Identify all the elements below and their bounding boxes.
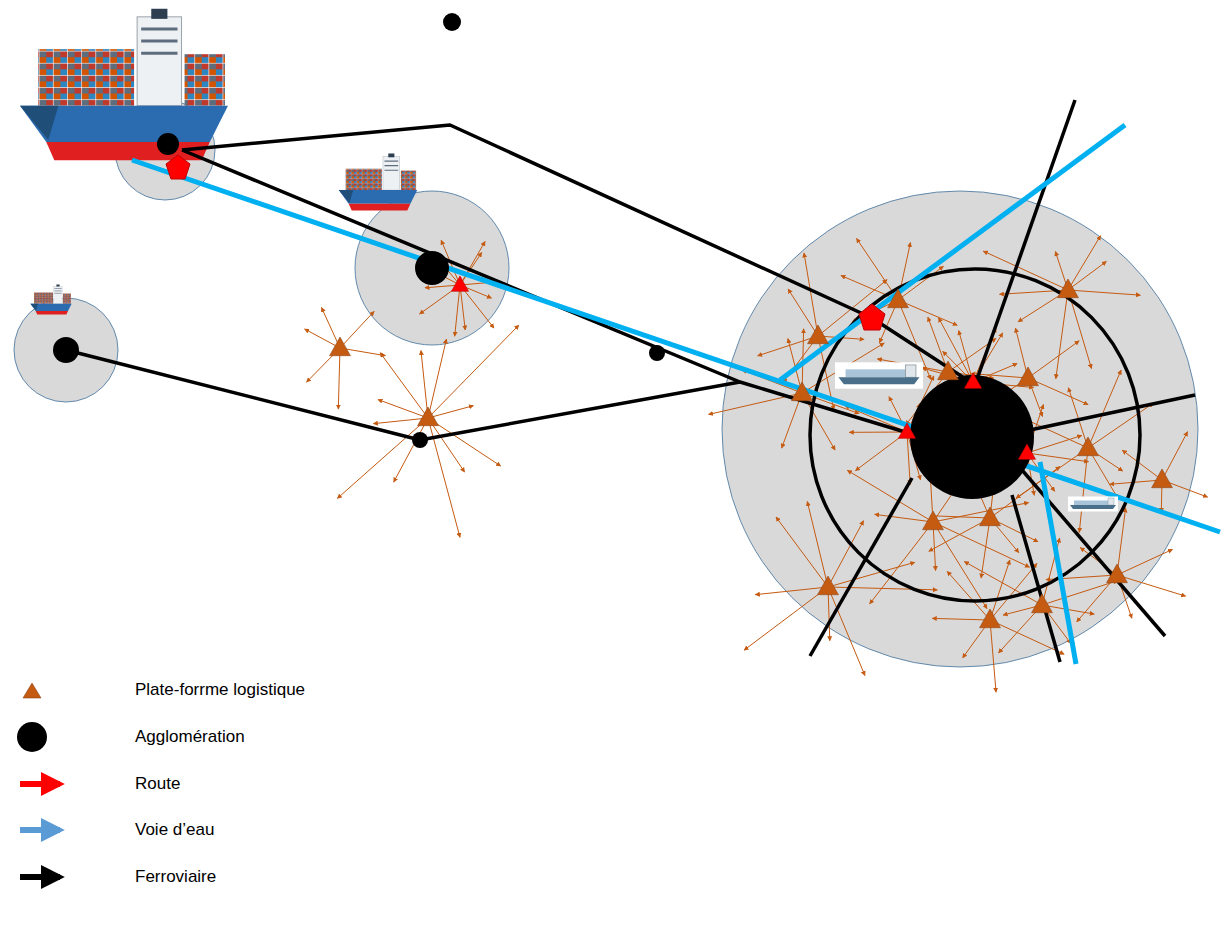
flow-arrow <box>1042 581 1118 605</box>
zones <box>14 100 1198 667</box>
flow-arrow <box>990 560 1010 620</box>
flow-arrow <box>421 350 428 418</box>
legend-item: Agglomération <box>135 727 245 747</box>
legend-text: Agglomération <box>135 727 245 746</box>
flow-arrow <box>428 325 519 418</box>
flow-arrow <box>828 587 865 676</box>
legend-text: Voie d’eau <box>135 820 214 839</box>
flow-arrow <box>907 432 910 485</box>
platform-triangle <box>808 325 829 344</box>
flow-arrow <box>1122 450 1162 480</box>
platform-triangle <box>792 382 813 401</box>
platform-triangle <box>888 289 909 308</box>
flow-arrow <box>1162 432 1188 480</box>
platform-triangle <box>1058 279 1079 298</box>
flow-arrow <box>744 587 828 650</box>
barge <box>1068 497 1118 512</box>
platform-triangle <box>1152 469 1173 488</box>
flow-arrow <box>755 587 828 595</box>
flow-arrow <box>1079 448 1088 532</box>
flow-arrow <box>1068 290 1140 295</box>
flow-arrow <box>932 618 990 620</box>
legend-text: Route <box>135 774 180 793</box>
platform-triangle <box>1018 367 1039 386</box>
flow-arrow <box>380 353 428 418</box>
platform-triangle <box>818 576 839 595</box>
barge <box>835 362 923 388</box>
flow-arrow <box>807 501 828 587</box>
platform-triangle <box>964 373 981 388</box>
flow-arrow <box>428 339 446 418</box>
legend-item: Ferroviaire <box>135 867 216 887</box>
hub-pentagons <box>166 155 885 330</box>
legend-samples <box>17 683 60 877</box>
platform-triangle <box>923 511 944 530</box>
flow-arrow <box>1068 261 1106 290</box>
container-ship <box>339 153 417 210</box>
platform-triangle <box>980 609 1001 628</box>
flow-arrow <box>981 518 990 578</box>
flow-arrow <box>455 285 460 336</box>
flow-arrow <box>828 587 937 590</box>
flow-arrow <box>1027 435 1082 453</box>
legend-text: Ferroviaire <box>135 867 216 886</box>
legend-item: Route <box>135 774 180 794</box>
waterways <box>132 125 1220 664</box>
container-ship <box>20 9 228 160</box>
flow-arrow <box>1068 236 1101 290</box>
flow-arrow <box>428 406 473 418</box>
flow-arrow <box>338 348 340 409</box>
agglomerations <box>53 13 1034 499</box>
flow-arrow <box>804 253 818 336</box>
flow-arrow <box>776 517 828 587</box>
flow-arrow <box>933 522 987 609</box>
flow-arrow <box>428 418 465 472</box>
platform-triangle <box>898 423 915 438</box>
platform-triangle <box>451 276 468 291</box>
platform-triangle <box>1032 594 1053 613</box>
legend-item: Plate-forrme logistique <box>135 680 305 700</box>
flow-arrow <box>378 400 428 418</box>
flow-arrow <box>340 311 374 348</box>
flow-arrow <box>828 587 830 641</box>
platform-triangle <box>330 337 351 356</box>
platform-triangle <box>980 507 1001 526</box>
flow-arrow <box>930 516 990 518</box>
legend-item: Voie d’eau <box>135 820 214 840</box>
legend-text: Plate-forrme logistique <box>135 680 305 699</box>
flow-arrow <box>1117 549 1173 575</box>
flow-arrow <box>1056 290 1068 379</box>
flow-arrow <box>305 329 340 348</box>
container-ship <box>30 285 71 315</box>
platform-triangle <box>1078 437 1099 456</box>
flow-arrow <box>875 514 933 522</box>
platform-triangle <box>418 407 439 426</box>
rail-lines <box>66 100 1195 662</box>
flow-arrow <box>947 571 990 620</box>
flow-arrow <box>788 289 818 336</box>
flow-arrow <box>394 418 428 482</box>
delivery-flows <box>305 236 1208 693</box>
flow-arrow <box>1028 341 1079 378</box>
logistics-platforms <box>330 276 1173 628</box>
flow-arrow <box>990 620 996 692</box>
platform-triangle <box>1018 444 1035 459</box>
platform-triangle <box>938 361 959 380</box>
platform-triangle <box>1107 564 1128 583</box>
flow-arrow <box>460 285 465 330</box>
